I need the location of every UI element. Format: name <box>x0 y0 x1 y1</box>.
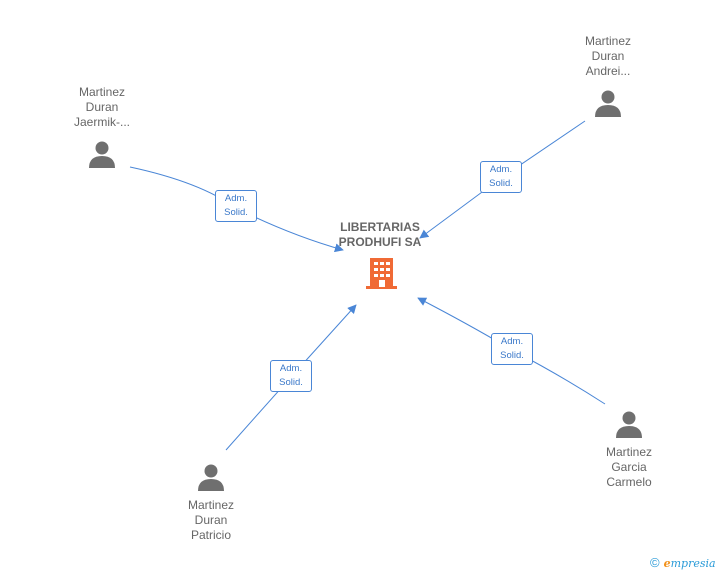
company-name-line2: PRODHUFI SA <box>338 235 422 249</box>
person-name-line: Duran <box>85 100 119 114</box>
relation-label-line1: Adm. <box>279 363 303 374</box>
person-node-andrei[interactable]: Martinez Duran Andrei... <box>553 34 663 118</box>
building-icon[interactable] <box>365 256 398 290</box>
person-name-line: Martinez <box>78 85 125 99</box>
person-node-patricio[interactable]: Martinez Duran Patricio <box>156 462 266 543</box>
relation-label-line1: Adm. <box>224 193 248 204</box>
person-name-line: Martinez <box>605 445 652 459</box>
company-label[interactable]: LIBERTARIAS PRODHUFI SA <box>320 220 440 250</box>
person-node-jaermik[interactable]: Martinez Duran Jaermik-... <box>47 85 157 169</box>
relation-label-line2: Solid. <box>489 178 513 189</box>
copyright-icon: © <box>650 555 660 570</box>
person-name-line: Martinez <box>187 498 234 512</box>
company-name-line1: LIBERTARIAS <box>340 220 420 234</box>
relation-label-line2: Solid. <box>500 350 524 361</box>
relation-label-line2: Solid. <box>224 207 248 218</box>
relation-badge-andrei[interactable]: Adm. Solid. <box>480 161 522 193</box>
person-name-line: Andrei... <box>585 64 631 78</box>
brand-logo-e: e <box>663 557 671 570</box>
person-name-line: Jaermik-... <box>73 115 130 129</box>
relation-label-line2: Solid. <box>279 377 303 388</box>
person-icon <box>89 141 115 168</box>
person-icon <box>595 90 621 117</box>
person-name-line: Patricio <box>190 528 231 542</box>
person-node-carmelo[interactable]: Martinez Garcia Carmelo <box>574 409 684 490</box>
footer-brand[interactable]: ©empresia <box>650 555 716 573</box>
relation-label-line1: Adm. <box>489 164 513 175</box>
relation-badge-jaermik[interactable]: Adm. Solid. <box>215 190 257 222</box>
relation-label-line1: Adm. <box>500 336 524 347</box>
person-icon <box>616 411 642 438</box>
relation-badge-patricio[interactable]: Adm. Solid. <box>270 360 312 392</box>
person-name-line: Carmelo <box>606 475 652 489</box>
relation-badge-carmelo[interactable]: Adm. Solid. <box>491 333 533 365</box>
person-icon <box>198 464 224 491</box>
person-name-line: Duran <box>591 49 625 63</box>
person-name-line: Martinez <box>584 34 631 48</box>
person-name-line: Duran <box>194 513 228 527</box>
brand-name: mpresia <box>670 557 716 570</box>
person-name-line: Garcia <box>611 460 647 474</box>
